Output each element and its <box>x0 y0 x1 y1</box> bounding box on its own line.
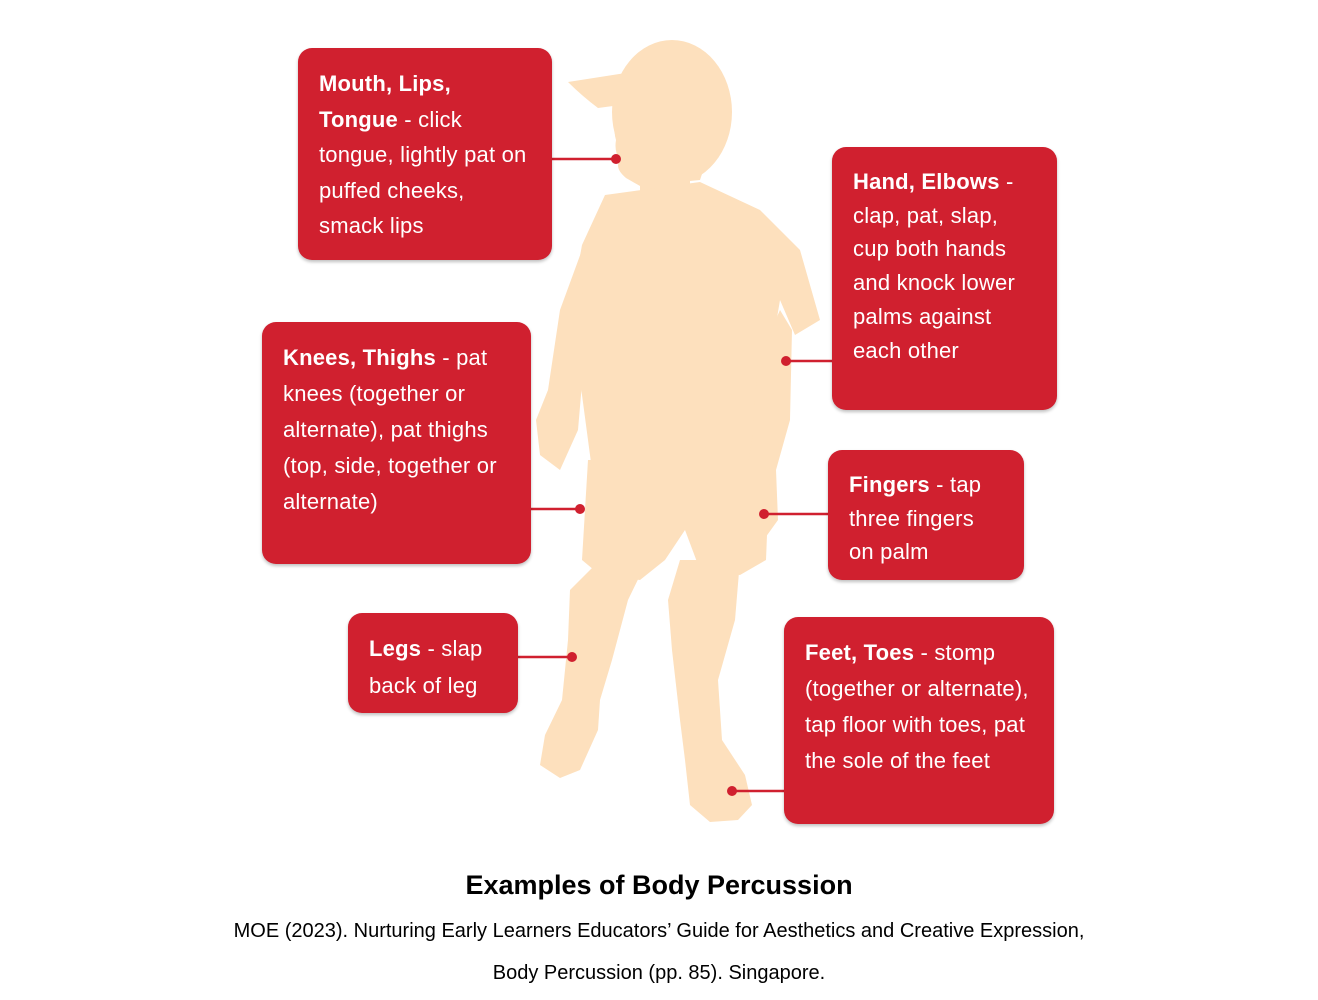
callout-term: Knees, Thighs <box>283 345 436 370</box>
connector-dots <box>567 154 791 796</box>
callout-description: - pat knees (together or alternate), pat… <box>283 345 497 514</box>
connector-lines <box>518 157 832 793</box>
callout-feet-toes: Feet, Toes - stomp (together or alternat… <box>784 617 1054 824</box>
figure-source-line-2: Body Percussion (pp. 85). Singapore. <box>492 962 826 984</box>
callout-description: - click tongue, lightly pat on puffed ch… <box>319 106 527 239</box>
callout-fingers: Fingers - tap three fingers on palm <box>828 450 1024 580</box>
callout-description: - stomp (together or alternate), tap flo… <box>805 640 1029 773</box>
callout-term: Hand, Elbows <box>853 169 1000 194</box>
figure-source-line-1: MOE (2023). Nurturing Early Learners Edu… <box>233 920 1085 942</box>
callout-mouth-lips-tongue: Mouth, Lips, Tongue - click tongue, ligh… <box>298 48 552 260</box>
figure-caption-title: Examples of Body Percussion <box>465 870 853 900</box>
callout-description: - clap, pat, slap, cup both hands and kn… <box>853 169 1015 363</box>
callout-knees-thighs: Knees, Thighs - pat knees (together or a… <box>262 322 531 564</box>
callout-description: - slap back of leg <box>369 636 483 698</box>
callout-term: Fingers <box>849 472 930 497</box>
callout-term: Legs <box>369 636 422 661</box>
callout-description: - tap three fingers on palm <box>849 472 982 565</box>
callout-hand-elbows: Hand, Elbows - clap, pat, slap, cup both… <box>832 147 1057 410</box>
callout-term: Feet, Toes <box>805 640 915 665</box>
callout-term: Mouth, Lips, Tongue <box>319 71 451 132</box>
child-silhouette <box>536 40 820 822</box>
child-silhouette-diagram <box>518 40 832 822</box>
callout-legs: Legs - slap back of leg <box>348 613 518 713</box>
